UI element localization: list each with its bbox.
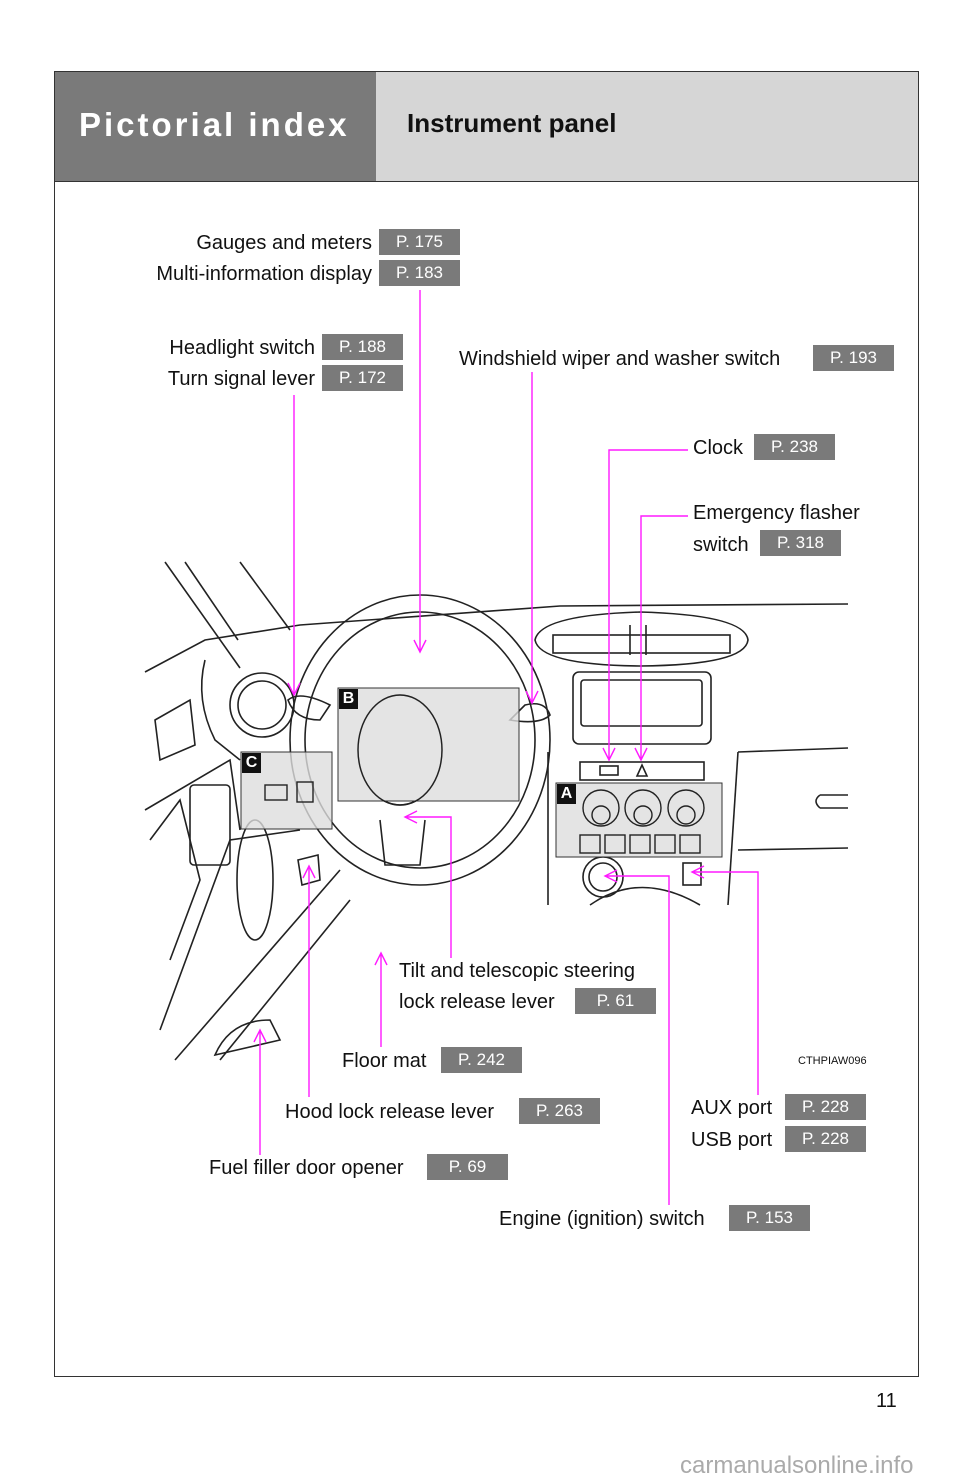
label-engine-switch: Engine (ignition) switch	[499, 1208, 705, 1230]
page-ref-tilt[interactable]: P. 61	[575, 988, 656, 1014]
label-turn-signal: Turn signal lever	[167, 368, 315, 390]
label-hood-lock: Hood lock release lever	[285, 1101, 494, 1123]
label-emergency-2: switch	[693, 534, 749, 556]
page-ref-gauges[interactable]: P. 175	[379, 229, 460, 255]
page-ref-clock[interactable]: P. 238	[754, 434, 835, 460]
marker-a: A	[557, 784, 576, 804]
section-tab: Pictorial index	[54, 71, 377, 182]
page-ref-wiper[interactable]: P. 193	[813, 345, 894, 371]
label-multi-info: Multi-information display	[156, 263, 372, 285]
label-headlight: Headlight switch	[169, 337, 315, 359]
page-ref-emergency[interactable]: P. 318	[760, 530, 841, 556]
page-number: 11	[876, 1390, 897, 1412]
label-tilt-2: lock release lever	[399, 991, 555, 1013]
page-ref-engine-switch[interactable]: P. 153	[729, 1205, 810, 1231]
section-title: Pictorial index	[79, 106, 350, 143]
label-usb-port: USB port	[691, 1129, 773, 1151]
label-fuel-filler: Fuel filler door opener	[209, 1157, 404, 1179]
label-gauges: Gauges and meters	[196, 232, 372, 254]
page-ref-multi-info[interactable]: P. 183	[379, 260, 460, 286]
page-ref-turn-signal[interactable]: P. 172	[322, 365, 403, 391]
dashboard-drawing	[144, 561, 849, 1061]
page-ref-fuel-filler[interactable]: P. 69	[427, 1154, 508, 1180]
leader-lines	[253, 290, 759, 1205]
label-floor-mat: Floor mat	[342, 1050, 427, 1072]
detail-box-b	[337, 687, 520, 802]
page-ref-hood-lock[interactable]: P. 263	[519, 1098, 600, 1124]
page-ref-aux-port[interactable]: P. 228	[785, 1094, 866, 1120]
detail-box-a	[555, 782, 723, 858]
label-aux-port: AUX port	[691, 1097, 773, 1119]
page-title: Instrument panel	[407, 108, 617, 138]
label-clock: Clock	[693, 437, 744, 459]
marker-b: B	[339, 689, 358, 709]
watermark: carmanualsonline.info	[680, 1452, 914, 1479]
page-ref-floor-mat[interactable]: P. 242	[441, 1047, 522, 1073]
label-wiper: Windshield wiper and washer switch	[459, 348, 781, 370]
page-ref-usb-port[interactable]: P. 228	[785, 1126, 866, 1152]
title-bar: Instrument panel	[376, 71, 919, 182]
marker-c: C	[242, 753, 261, 773]
image-code: CTHPIAW096	[798, 1055, 867, 1067]
page-ref-headlight[interactable]: P. 188	[322, 334, 403, 360]
label-emergency-1: Emergency flasher	[693, 502, 860, 524]
label-tilt-1: Tilt and telescopic steering	[399, 960, 636, 982]
